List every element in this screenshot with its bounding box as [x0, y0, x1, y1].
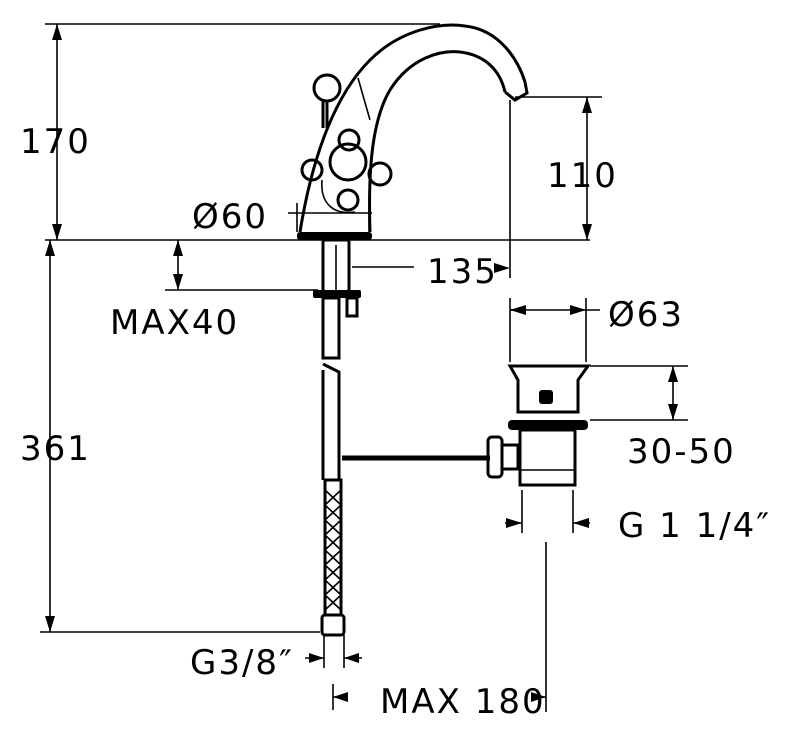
dim-hose-length: 361 — [20, 240, 320, 633]
dim-spout-reach: 135 — [352, 100, 520, 311]
dim-spout-height: 110 — [515, 96, 618, 240]
dim-max-180: MAX 180 — [332, 542, 547, 722]
dim-total-height: 170 — [20, 23, 440, 240]
popup-waste — [342, 364, 591, 487]
label-max-180: MAX 180 — [380, 682, 546, 722]
label-30-50: 30-50 — [627, 432, 736, 472]
dim-waste-diameter: Ø63 — [509, 295, 684, 362]
label-g-1-1-4: G 1 1/4″ — [618, 506, 771, 546]
dim-waste-range: 30-50 — [590, 365, 736, 472]
label-diameter-63: Ø63 — [608, 295, 684, 335]
label-g3-8: G3/8″ — [190, 643, 294, 683]
label-361: 361 — [20, 429, 91, 469]
label-170: 170 — [20, 122, 91, 162]
dim-waste-thread: G 1 1/4″ — [505, 490, 771, 546]
label-110: 110 — [547, 156, 618, 196]
faucet — [297, 23, 529, 637]
dim-max-deck: MAX40 — [110, 240, 318, 343]
label-135: 135 — [427, 252, 498, 292]
label-max40: MAX40 — [110, 303, 239, 343]
label-diameter-60: Ø60 — [192, 197, 268, 237]
dim-base-diameter: Ø60 — [192, 197, 372, 237]
dim-hose-thread: G3/8″ — [190, 635, 362, 683]
